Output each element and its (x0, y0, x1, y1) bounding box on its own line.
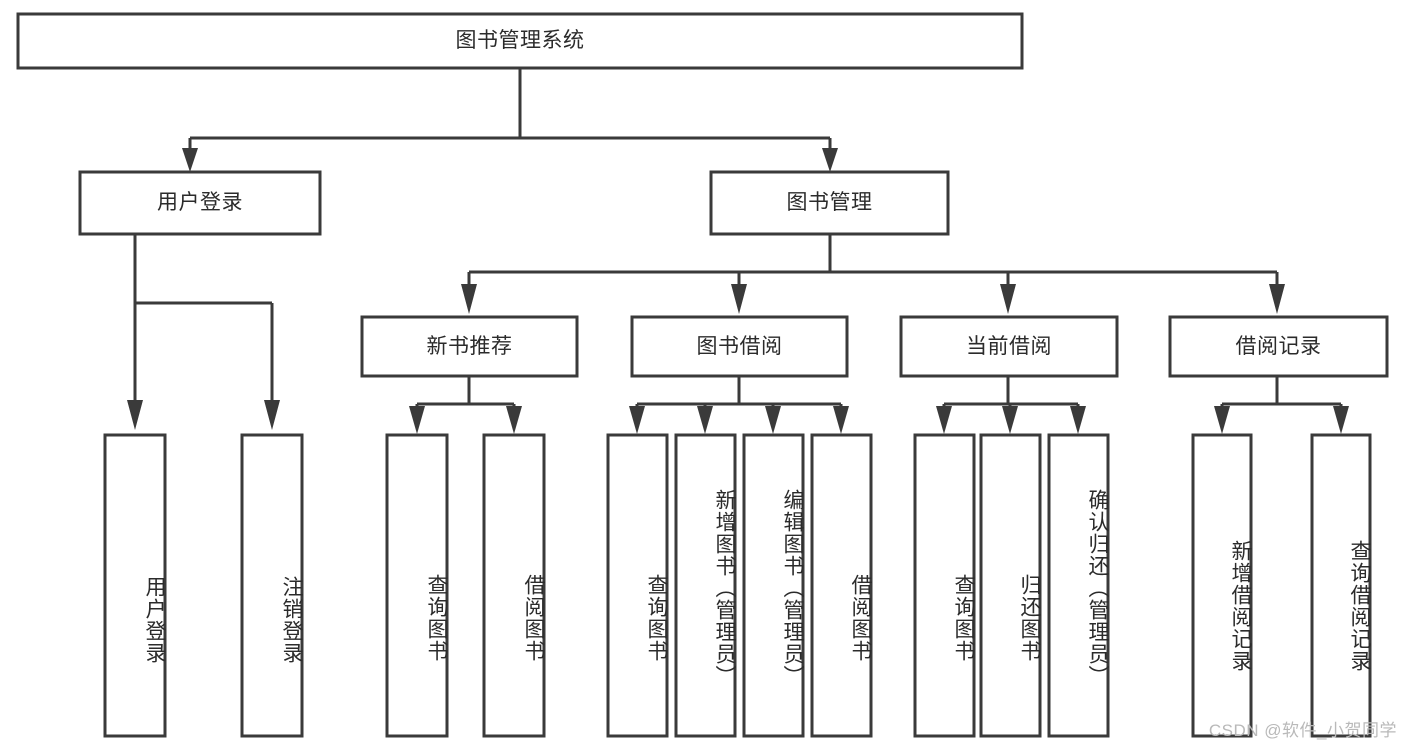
node-box-leaf-user-login[interactable] (103, 433, 167, 738)
node-box-leaf-add-book[interactable] (674, 433, 737, 738)
arrowhead-book-manage (822, 148, 838, 172)
arrowhead-leaf-query-record (1333, 406, 1349, 434)
arrowhead-leaf-borrow-book-2 (833, 406, 849, 434)
node-box-borrow-record[interactable] (1168, 315, 1389, 378)
arrowhead-book-borrow (731, 284, 747, 314)
node-box-leaf-edit-book[interactable] (742, 433, 805, 738)
node-box-leaf-query-book-2[interactable] (606, 433, 669, 738)
arrowhead-new-book (461, 284, 477, 314)
arrowhead-leaf-confirm-return (1070, 406, 1086, 434)
node-box-leaf-query-book-1[interactable] (385, 433, 449, 738)
arrowhead-user-login (182, 148, 198, 172)
node-box-book-manage[interactable] (709, 170, 950, 236)
arrowhead-leaf-query-book-1 (409, 406, 425, 434)
node-box-leaf-add-record[interactable] (1191, 433, 1253, 738)
node-box-user-login[interactable] (78, 170, 322, 236)
node-box-leaf-return-book[interactable] (979, 433, 1042, 738)
connector-group-currentborrow-to-leaves (936, 376, 1086, 434)
arrowhead-leaf-borrow-book-1 (506, 406, 522, 434)
node-box-leaf-query-book-3[interactable] (913, 433, 976, 738)
arrowhead-leaf-query-book-2 (629, 406, 645, 434)
node-box-leaf-confirm-return[interactable] (1047, 433, 1110, 738)
arrowhead-current-borrow (1000, 284, 1016, 314)
arrowhead-leaf-edit-book (765, 406, 781, 434)
node-box-leaf-borrow-book-1[interactable] (482, 433, 546, 738)
arrowhead-leaf-logout (264, 400, 280, 430)
arrowhead-leaf-user-login (127, 400, 143, 430)
node-box-leaf-query-record[interactable] (1310, 433, 1372, 738)
node-box-book-borrow[interactable] (630, 315, 849, 378)
connector-group-newbook-to-leaves (409, 376, 522, 434)
connector-group-bookborrow-to-leaves (629, 376, 849, 434)
node-box-leaf-borrow-book-2[interactable] (810, 433, 873, 738)
connector-group-userlogin-to-leaves (127, 234, 280, 430)
connector-group-root-to-level2 (182, 68, 838, 172)
arrowhead-leaf-add-record (1214, 406, 1230, 434)
node-box-new-book-recommend[interactable] (360, 315, 579, 378)
connector-group-borrowrecord-to-leaves (1214, 376, 1349, 434)
node-box-current-borrow[interactable] (899, 315, 1119, 378)
node-box-root[interactable] (16, 12, 1024, 70)
arrowhead-borrow-record (1269, 284, 1285, 314)
arrowhead-leaf-return-book (1002, 406, 1018, 434)
node-box-leaf-logout[interactable] (240, 433, 304, 738)
arrowhead-leaf-query-book-3 (936, 406, 952, 434)
connector-group-bookmanage-to-level3 (461, 234, 1285, 314)
arrowhead-leaf-add-book (697, 406, 713, 434)
